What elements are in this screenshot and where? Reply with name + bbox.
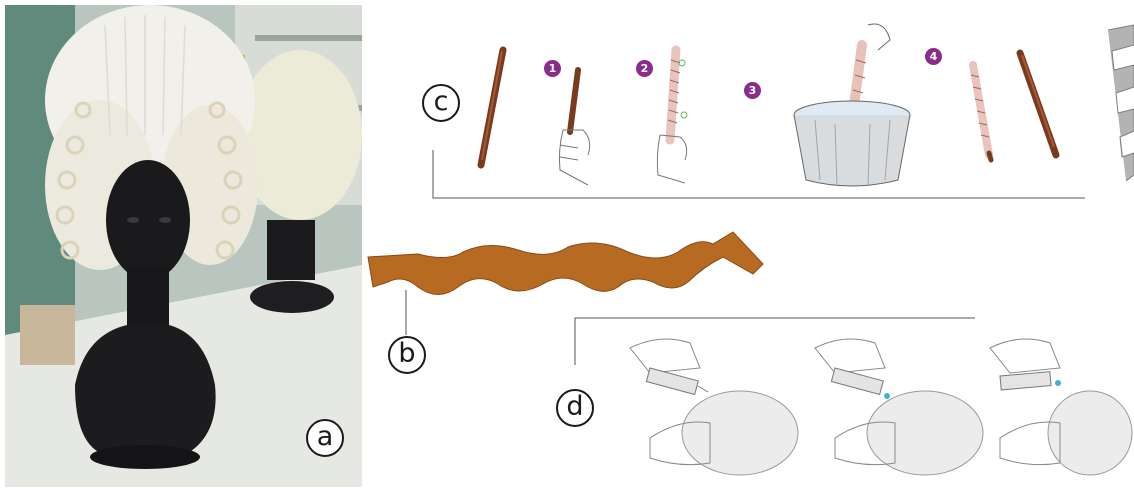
glue-step-3-illustration — [980, 328, 1130, 478]
panel-c-label: c — [422, 84, 460, 122]
step-3-badge: 3 — [744, 82, 761, 99]
step-4-badge: 4 — [925, 48, 942, 65]
glue-step-1-illustration — [620, 328, 800, 478]
wavy-template-shape — [368, 232, 768, 312]
hand-wrapping-strip-icon — [640, 45, 720, 185]
wig-photo-illustration — [5, 5, 362, 487]
wrapped-stick-icon — [963, 60, 1003, 180]
panel-d-label: d — [556, 389, 594, 427]
bucket-soaking-icon — [790, 20, 920, 190]
glue-step-2-illustration — [805, 328, 985, 478]
panel-b-label: b — [388, 336, 426, 374]
panel-a-label: a — [306, 419, 344, 457]
hand-holding-stick-icon — [548, 60, 628, 190]
dried-stick-icon — [1012, 45, 1072, 165]
wooden-stick-icon — [473, 45, 513, 175]
curl-result-icon — [1098, 25, 1134, 185]
panel-a-photo: a — [5, 5, 362, 487]
